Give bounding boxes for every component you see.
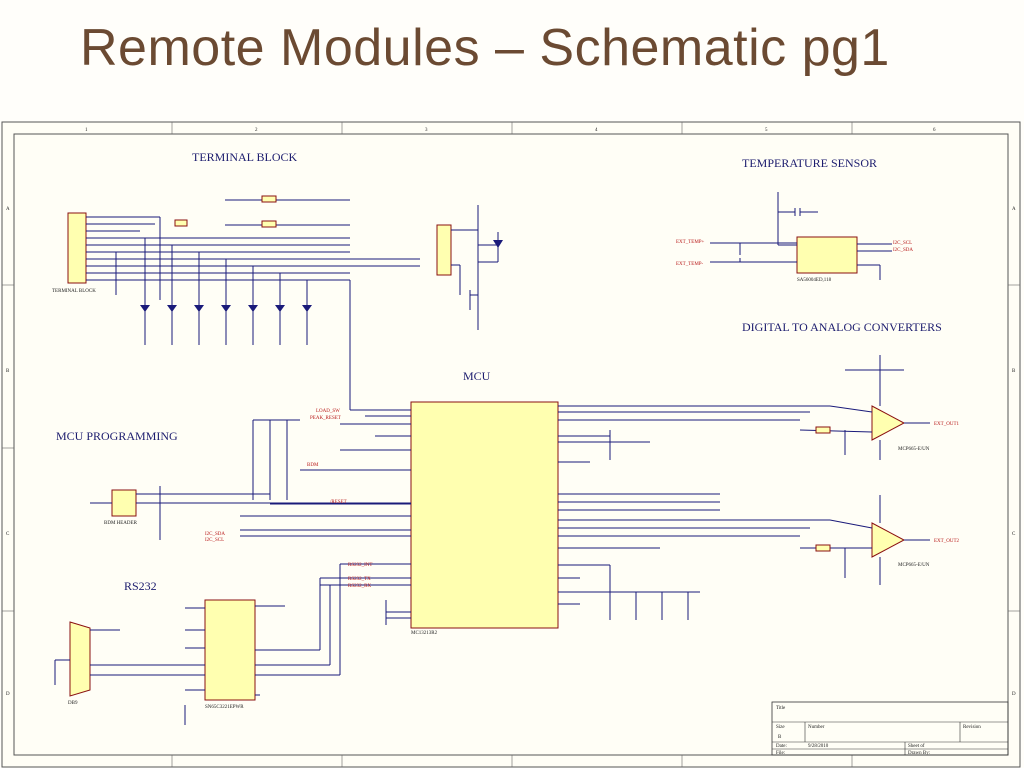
net-ext-temp-plus: EXT_TEMP+ (676, 240, 705, 245)
resistor-r8 (815, 544, 831, 552)
net-ext-temp-minus: EXT_TEMP- (676, 262, 704, 267)
row-label-d-right: D (1012, 692, 1016, 697)
relay-k1 (436, 224, 452, 276)
heading-mcu: MCU (463, 369, 491, 383)
terminal-block-circuit: TERMINAL BLOCK (52, 195, 420, 345)
heading-mcu-programming: MCU PROGRAMMING (56, 429, 178, 443)
relay-circuit (349, 205, 503, 410)
dac1-part: MCP665-E/UN (898, 447, 930, 452)
title-block-date: 9/28/2010 (808, 744, 829, 749)
resistor-r2 (174, 219, 188, 227)
net-rs232-tx: RS232_TX (348, 577, 371, 582)
title-block-revision: Revision (963, 725, 981, 730)
row-label-b: B (6, 369, 10, 374)
terminal-block-part-label: TERMINAL BLOCK (52, 289, 96, 294)
title-block-date-label: Date: (776, 744, 787, 749)
title-block-size-value: B (778, 735, 782, 740)
net-ext-out1: EXT_OUT1 (934, 422, 959, 427)
net-reset: /RESET (330, 500, 347, 505)
net-peak-reset: PEAK_RESET (310, 416, 341, 421)
dac-circuit: MCP665-E/UN MCP665-E/UN EXT_OUT1 EXT_OUT… (799, 355, 959, 585)
db9-part: DB9 (68, 701, 78, 706)
bdm-part: BDM HEADER (104, 521, 138, 526)
title-block-drawn-by: Drawn By: (908, 751, 930, 756)
row-label-c-right: C (1012, 532, 1016, 537)
rs232-circuit: SN65C3221EPWR DB9 RS232_INT RS232_TX RS2… (54, 563, 372, 725)
net-bdm: BDM (307, 463, 319, 468)
slide-title: Remote Modules – Schematic pg1 (80, 19, 890, 77)
mcu-u2a (410, 401, 559, 629)
col-label-6: 6 (933, 128, 936, 133)
net-ext-out2: EXT_OUT2 (934, 539, 959, 544)
rs232-part: SN65C3221EPWR (205, 705, 244, 710)
heading-rs232: RS232 (124, 579, 157, 593)
terminal-block-part (67, 212, 87, 284)
rs232-u4 (204, 599, 256, 701)
title-block-number: Number (808, 725, 825, 730)
sheet-border (13, 133, 1009, 756)
fuse-r3 (261, 220, 277, 228)
row-label-b-right: B (1012, 369, 1016, 374)
temp-sensor-part: SA56004ED,118 (797, 278, 832, 283)
net-load-sw: LOAD_SW (316, 409, 340, 414)
row-label-a: A (6, 207, 10, 212)
net-i2c-scl-left: I2C_SCL (205, 538, 224, 543)
net-i2c-scl: I2C_SCL (893, 241, 912, 246)
heading-dac: DIGITAL TO ANALOG CONVERTERS (742, 320, 942, 334)
temp-sensor-u1 (796, 236, 858, 274)
title-block-size: Size (776, 725, 785, 730)
net-rs232-rx: RS232_RX (348, 584, 371, 589)
net-i2c-sda: I2C_SDA (893, 248, 913, 253)
title-block-file-label: File: (776, 751, 785, 756)
title-block-sheet: Sheet of (908, 744, 925, 749)
mcu-programming-circuit: BDM HEADER BDM /RESET I2C_SDA I2C_SCL LO… (90, 409, 411, 543)
heading-temperature-sensor: TEMPERATURE SENSOR (742, 156, 877, 170)
row-label-a-right: A (1012, 207, 1016, 212)
col-label-1: 1 (85, 128, 88, 133)
title-block-title: Title (776, 706, 786, 711)
net-rs232-int: RS232_INT (348, 563, 372, 568)
dac2-part: MCP665-E/UN (898, 563, 930, 568)
row-label-d: D (6, 692, 10, 697)
tvs-diode-row (144, 238, 308, 345)
bdm-header-j1 (111, 489, 137, 517)
opamp-u3a (871, 405, 906, 441)
fuse-r1 (261, 195, 277, 203)
db9-connector (69, 621, 91, 697)
mcu-circuit: MC13213R2 (240, 401, 830, 636)
row-label-c: C (6, 532, 10, 537)
col-label-2: 2 (255, 128, 258, 133)
net-i2c-sda-left: I2C_SDA (205, 532, 225, 537)
title-block: Title Size B Number Revision Date: 9/28/… (771, 701, 1009, 756)
column-grid (2, 122, 1020, 767)
col-label-5: 5 (765, 128, 768, 133)
temperature-sensor-circuit: SA56004ED,118 EXT_TEMP+ EXT_TEMP- I2C_SC… (676, 192, 913, 283)
mcu-part: MC13213R2 (411, 631, 438, 636)
resistor-r4 (815, 426, 831, 434)
heading-terminal-block: TERMINAL BLOCK (192, 150, 298, 164)
col-label-4: 4 (595, 128, 598, 133)
opamp-u3b (871, 522, 906, 558)
col-label-3: 3 (425, 128, 428, 133)
